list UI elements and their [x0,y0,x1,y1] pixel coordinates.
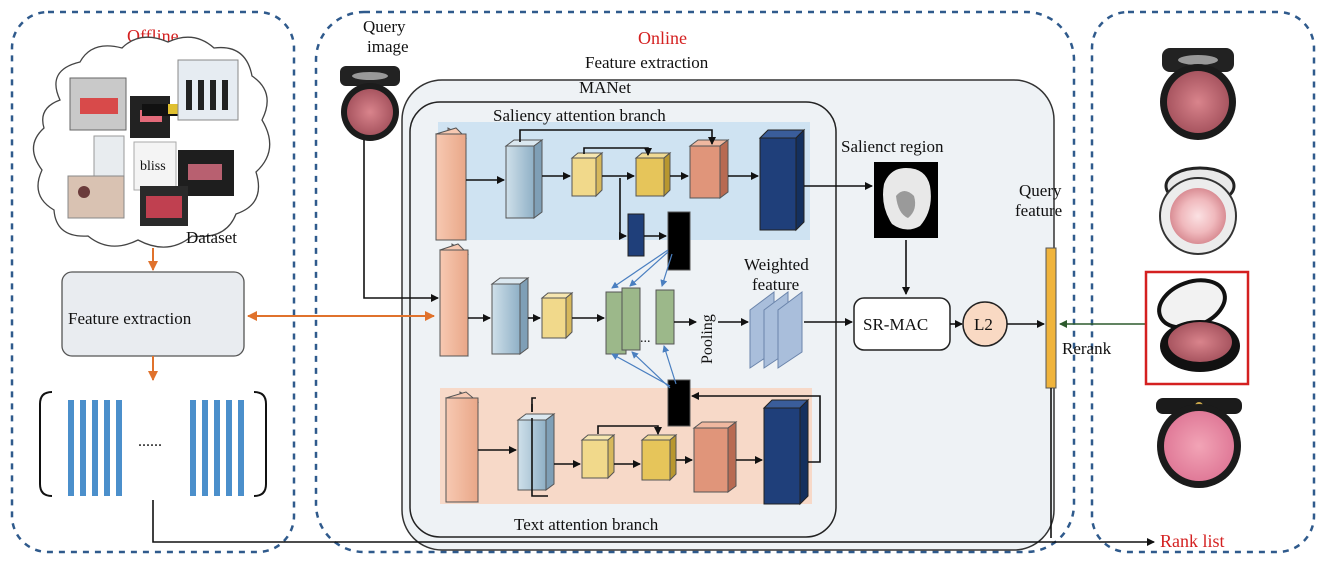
dataset-feature-matrix [39,391,267,497]
ranked-compact-icon-2 [1159,166,1237,255]
middle-arrows [363,140,853,326]
ranked-compact-icon-1 [1160,48,1236,140]
weighted-feature-planes [749,291,803,369]
rank-list-label: Rank list [1160,531,1225,551]
middle-block-3 [540,291,574,340]
saliency-block-2 [504,139,544,219]
dataset-label: Dataset [186,228,237,247]
attention-small-block [627,213,645,257]
l2-label: L2 [974,315,993,334]
rerank-label: Rerank [1062,339,1112,358]
salient-region-label: Salienct region [841,137,944,156]
saliency-mask-icon [874,162,938,238]
saliency-block-6 [758,128,806,232]
query-image-label-1: Query [363,17,406,36]
text-branch-label: Text attention branch [514,515,659,534]
middle-block-2 [490,277,530,355]
pooling-label: Pooling [699,314,716,364]
text-block-3 [580,433,616,480]
text-block-4 [640,433,678,482]
feature-extraction-title: Feature extraction [585,53,709,72]
saliency-arrows [466,129,873,240]
text-block-2 [516,413,556,491]
query-feature-label-2: feature [1015,201,1062,220]
query-blush-compact-icon [340,66,400,141]
saliency-block-3 [570,151,604,198]
text-block-5 [692,421,738,493]
middle-ellipsis: ... [640,331,651,346]
text-branch-arrows [478,392,821,497]
query-feature-bar [1045,247,1057,389]
attention-map-bottom [667,379,691,427]
saliency-block-1 [435,127,467,241]
text-block-1 [444,391,480,503]
manet-label: MANet [579,78,631,97]
ranked-compact-icon-3 [1157,278,1240,372]
sr-mac-label: SR-MAC [863,315,928,334]
offline-feature-extraction-label: Feature extraction [68,309,192,328]
feature-matrix-ellipsis: ...... [138,433,162,450]
attention-map-top [667,211,691,271]
ranked-compact-icon-4 [1156,398,1242,488]
middle-block-1 [439,243,469,357]
online-label: Online [638,28,687,48]
dataset-products-cloud-icon: bliss [32,36,271,248]
svg-text:bliss: bliss [140,159,166,174]
weighted-feature-label-2: feature [752,275,799,294]
saliency-branch-label: Saliency attention branch [493,106,666,125]
saliency-branch-bg [438,122,810,240]
attention-blue-arrows [611,249,677,389]
query-feature-label-1: Query [1019,181,1062,200]
query-image-label-2: image [367,37,409,56]
rank-list-arrow [152,500,1155,546]
saliency-block-4 [634,151,672,198]
weighted-feature-label-1: Weighted [744,255,809,274]
online-panel [314,10,1076,554]
saliency-block-5 [688,139,730,199]
text-block-6 [762,398,810,506]
ranklist-panel [1090,10,1316,554]
text-branch-bg [440,388,812,504]
middle-block-4 [605,287,675,355]
selected-result-highlight [1144,270,1250,386]
